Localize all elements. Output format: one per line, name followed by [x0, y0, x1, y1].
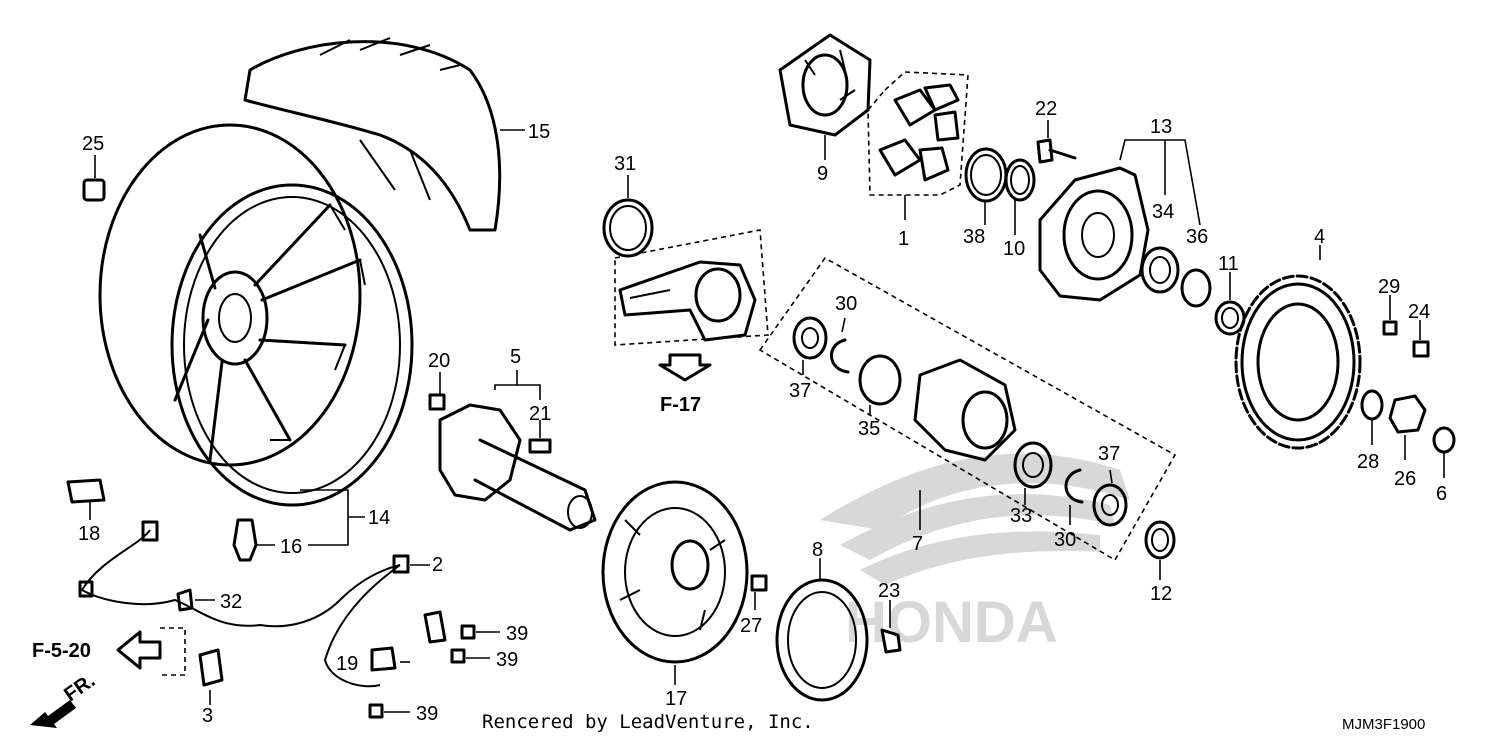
callout-31: 31	[614, 153, 636, 175]
callout-13: 13	[1150, 116, 1172, 138]
wheel	[98, 123, 414, 507]
driven-flange	[1038, 166, 1150, 302]
brake-disc	[601, 480, 749, 664]
flange-bearing	[1140, 246, 1246, 336]
callout-26: 26	[1394, 468, 1416, 490]
callout-32: 32	[220, 591, 242, 613]
valve-cap	[82, 178, 106, 202]
callout-39-top: 39	[506, 623, 528, 645]
tire	[243, 37, 502, 232]
callout-37-left: 37	[789, 380, 811, 402]
callout-15: 15	[528, 121, 550, 143]
arrow-left-icon	[116, 630, 162, 670]
harness-clamp	[368, 610, 476, 719]
reference-marks: F-17 F-5-20 FR.	[30, 394, 701, 728]
callout-8: 8	[812, 539, 823, 561]
callout-6: 6	[1436, 483, 1447, 505]
disc-nut	[750, 574, 768, 592]
credit-text: Rencered by LeadVenture, Inc.	[482, 711, 814, 733]
caliper-bracket	[614, 229, 769, 382]
callout-5: 5	[510, 346, 521, 368]
callout-18: 18	[78, 523, 100, 545]
pulser-bolt	[880, 628, 902, 654]
callout-37-right: 37	[1098, 443, 1120, 465]
callout-25: 25	[82, 133, 104, 155]
callout-12: 12	[1150, 583, 1172, 605]
callout-21: 21	[529, 403, 551, 425]
balance-weight	[66, 478, 106, 504]
callout-27: 27	[740, 615, 762, 637]
hub-assembly	[758, 256, 1177, 562]
callout-19: 19	[336, 653, 358, 675]
callout-3: 3	[202, 705, 213, 727]
callout-39-bottom: 39	[416, 703, 438, 725]
callout-30-upper: 30	[835, 293, 857, 315]
callout-33: 33	[1010, 505, 1032, 527]
leader-lines	[89, 120, 1445, 713]
honda-watermark: HONDA	[820, 453, 1130, 655]
front-arrow-icon	[30, 700, 76, 728]
sprocket	[1234, 274, 1362, 450]
callout-23: 23	[878, 580, 900, 602]
callout-28: 28	[1357, 451, 1379, 473]
flange-bolt	[1036, 138, 1077, 164]
callout-20: 20	[428, 350, 450, 372]
callout-16: 16	[280, 536, 302, 558]
callout-17: 17	[665, 688, 687, 710]
sensor-harness	[78, 520, 410, 688]
callout-24: 24	[1408, 301, 1430, 323]
callout-1: 1	[898, 228, 909, 250]
callout-9: 9	[817, 163, 828, 185]
axle-flange	[428, 393, 597, 532]
callout-4: 4	[1314, 226, 1325, 248]
callout-10: 10	[1003, 238, 1025, 260]
callout-22: 22	[1035, 98, 1057, 120]
callout-38: 38	[963, 226, 985, 248]
callout-labels: 1 2 3 4 5 6 7 8 9 10 11 12 13 14 15 16 1…	[78, 98, 1447, 727]
damper-hub	[778, 33, 872, 137]
callout-29: 29	[1378, 276, 1400, 298]
pulser-ring	[775, 578, 869, 702]
callout-35: 35	[858, 418, 880, 440]
callout-36: 36	[1186, 226, 1208, 248]
callout-39-middle: 39	[496, 649, 518, 671]
hub-collar	[1144, 520, 1176, 560]
ref-f17: F-17	[660, 394, 701, 416]
damper-rubbers	[867, 71, 969, 196]
watermark-text: HONDA	[845, 590, 1058, 655]
callout-11: 11	[1218, 253, 1239, 275]
tire-valve	[232, 518, 258, 562]
seal-rings	[964, 147, 1036, 203]
ref-front: FR.	[60, 670, 99, 707]
callout-7: 7	[912, 533, 923, 555]
callout-34: 34	[1152, 201, 1174, 223]
callout-30-lower: 30	[1054, 529, 1076, 551]
callout-14: 14	[368, 507, 390, 529]
o-ring	[602, 198, 654, 258]
callout-2: 2	[432, 554, 443, 576]
figure-code: MJM3F1900	[1342, 716, 1426, 733]
ref-f520: F-5-20	[32, 640, 91, 662]
sprocket-fasteners	[1360, 320, 1456, 454]
